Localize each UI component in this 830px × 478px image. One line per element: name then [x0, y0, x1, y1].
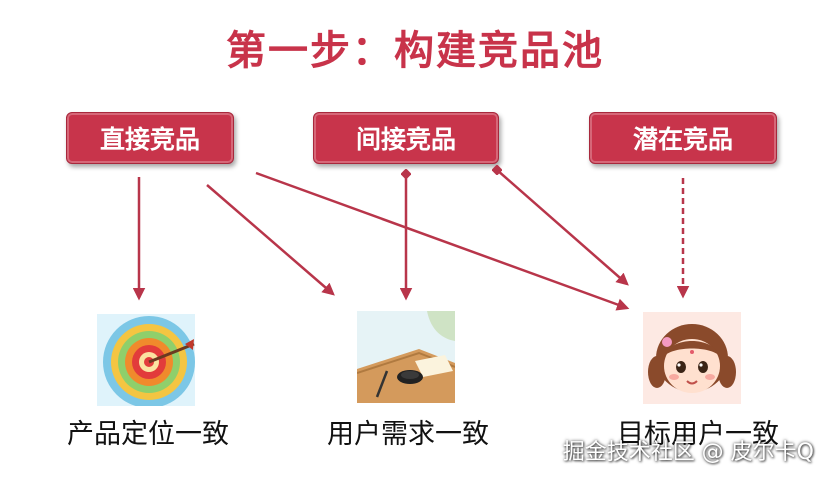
arrow-direct-to-target [255, 171, 630, 311]
dartboard-icon [97, 314, 195, 406]
latent-competitor-label: 潜在竞品 [632, 125, 733, 154]
arrow-indirect-to-target [497, 170, 627, 284]
direct-competitor-label: 直接竞品 [99, 125, 200, 154]
page-title: 第一步：构建竞品池 [226, 28, 604, 74]
watermark: 掘金技术社区 @ 皮尔卡Q [562, 440, 814, 465]
indirect-competitor-badge: 间接竞品 [313, 112, 499, 164]
caption-user-needs: 用户需求一致 [327, 419, 489, 450]
direct-competitor-badge: 直接竞品 [66, 112, 234, 164]
caption-target-users: 目标用户一致 [617, 419, 779, 450]
latent-competitor-badge: 潜在竞品 [589, 112, 777, 164]
ink-desk-icon [357, 311, 455, 403]
caption-product-positioning: 产品定位一致 [67, 419, 229, 450]
indirect-competitor-label: 间接竞品 [355, 125, 456, 154]
arrow-direct-to-needs [206, 184, 335, 296]
girl-avatar-icon [643, 312, 741, 404]
